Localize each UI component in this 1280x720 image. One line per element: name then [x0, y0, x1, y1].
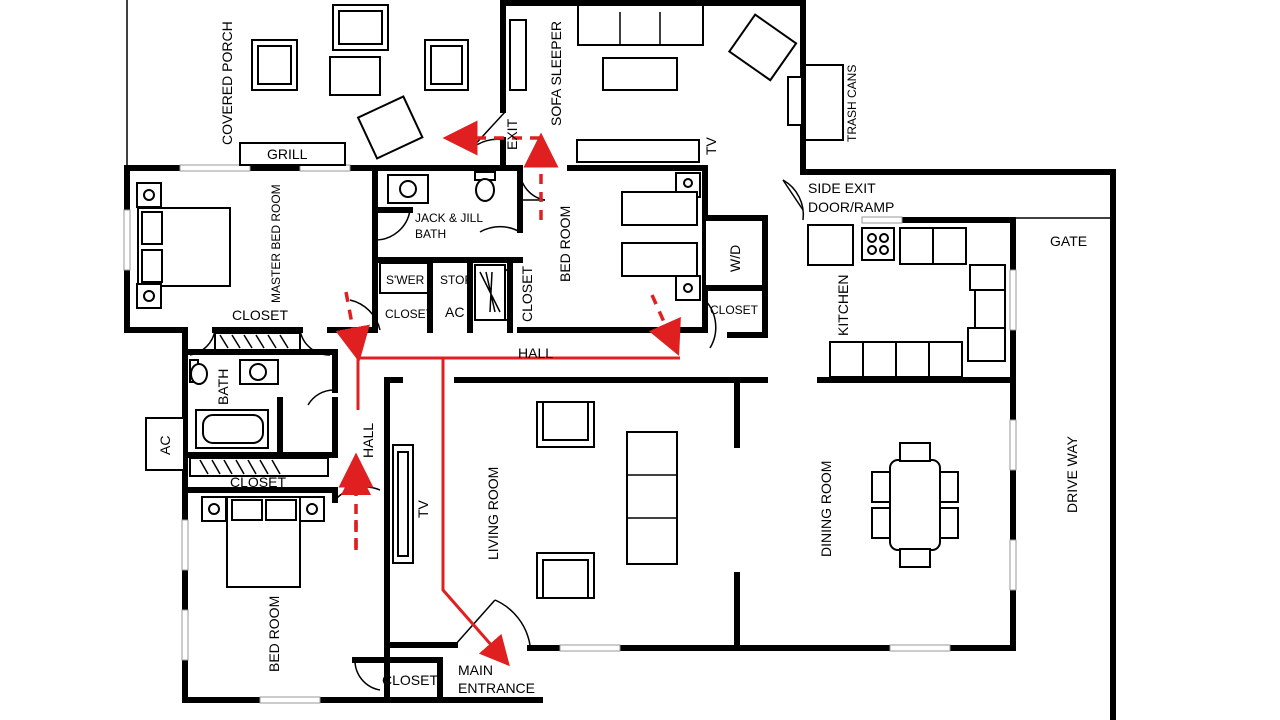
label-bed-room-bottom: BED ROOM — [266, 596, 282, 672]
washer-dryer-icon — [704, 219, 764, 287]
label-ac-outer: AC — [157, 436, 173, 455]
label-drive-way: DRIVE WAY — [1064, 435, 1080, 513]
label-dining-room: DINING ROOM — [818, 461, 834, 557]
stove-icon — [861, 227, 895, 261]
shower-icon — [379, 262, 429, 294]
label-shower: S'WER — [386, 273, 425, 287]
label-tv-top: TV — [703, 136, 719, 155]
table-icon — [329, 56, 381, 96]
armchair-icon — [536, 401, 595, 448]
windows — [123, 164, 1113, 704]
nightstand-icon — [675, 275, 701, 301]
armchair-icon — [727, 13, 798, 82]
label-sofa-sleeper: SOFA SLEEPER — [548, 21, 564, 126]
toilet-icon — [189, 359, 208, 385]
label-closet-lower: CLOSET — [230, 474, 286, 490]
armchair-icon — [536, 552, 595, 599]
label-closet-vertical: CLOSET — [519, 266, 535, 322]
fridge-icon — [969, 264, 1006, 291]
tv-console-icon — [576, 139, 700, 163]
label-main-entrance-2: ENTRANCE — [458, 680, 535, 696]
label-bath: BATH — [215, 369, 231, 405]
label-living-room: LIVING ROOM — [485, 467, 501, 560]
sofa-icon — [626, 431, 678, 565]
label-side-exit-1: SIDE EXIT — [808, 180, 876, 196]
label-hall-horizontal: HALL — [518, 345, 553, 361]
trash-cans-icon — [804, 64, 844, 141]
coffee-table-icon — [602, 57, 678, 91]
furniture — [136, 4, 1006, 599]
label-closet-bottom: CLOSET — [382, 672, 438, 688]
label-main-entrance-1: MAIN — [458, 662, 493, 678]
label-storage: STOR — [440, 273, 473, 287]
label-tv-living: TV — [415, 499, 431, 518]
label-master-bed-room: MASTER BED ROOM — [269, 184, 283, 303]
label-ac-inner: AC — [445, 304, 464, 320]
grill-icon — [239, 142, 346, 166]
toilet-icon — [474, 171, 496, 202]
label-exit: EXIT — [504, 118, 520, 150]
label-grill: GRILL — [267, 146, 308, 162]
closet-rack-icon — [214, 332, 301, 351]
label-gate: GATE — [1050, 233, 1087, 249]
dining-table-icon — [871, 442, 959, 568]
cabinet-icon — [509, 19, 527, 91]
ramp-icon — [807, 224, 854, 266]
labels: COVERED PORCH GRILL SOFA SLEEPER EXIT TV… — [157, 21, 1087, 696]
armchair-icon — [332, 4, 389, 51]
sink-icon — [974, 289, 1006, 331]
ac-unit-icon — [145, 417, 185, 471]
bathtub-icon — [195, 409, 269, 449]
label-kitchen: KITCHEN — [835, 275, 851, 336]
exit-routes — [335, 120, 681, 667]
armchair-icon — [424, 39, 469, 91]
label-wd: W/D — [727, 245, 743, 272]
closet-rack-icon — [189, 457, 329, 477]
label-side-exit-2: DOOR/RAMP — [808, 199, 894, 215]
exit-arrow-icon — [441, 358, 510, 667]
label-closet-wd: CLOSET — [710, 303, 759, 317]
armchair-icon — [356, 95, 424, 160]
label-trash-cans: TRASH CANS — [845, 65, 859, 142]
sofa-icon — [577, 4, 704, 46]
label-covered-porch: COVERED PORCH — [219, 21, 235, 145]
label-closet-master: CLOSET — [232, 307, 288, 323]
bed-icon — [226, 496, 301, 588]
label-jack-jill-1: JACK & JILL — [415, 211, 483, 225]
bed-icon — [137, 207, 231, 287]
armchair-icon — [251, 39, 298, 91]
label-hall-vertical: HALL — [360, 423, 376, 458]
exit-arrow-icon — [648, 294, 681, 356]
label-jack-jill-2: BATH — [415, 227, 446, 241]
label-bed-room-top: BED ROOM — [557, 206, 573, 282]
bed-icon — [621, 191, 698, 277]
label-closet-mid: CLOSET — [385, 307, 434, 321]
exit-arrow-icon — [335, 291, 370, 363]
